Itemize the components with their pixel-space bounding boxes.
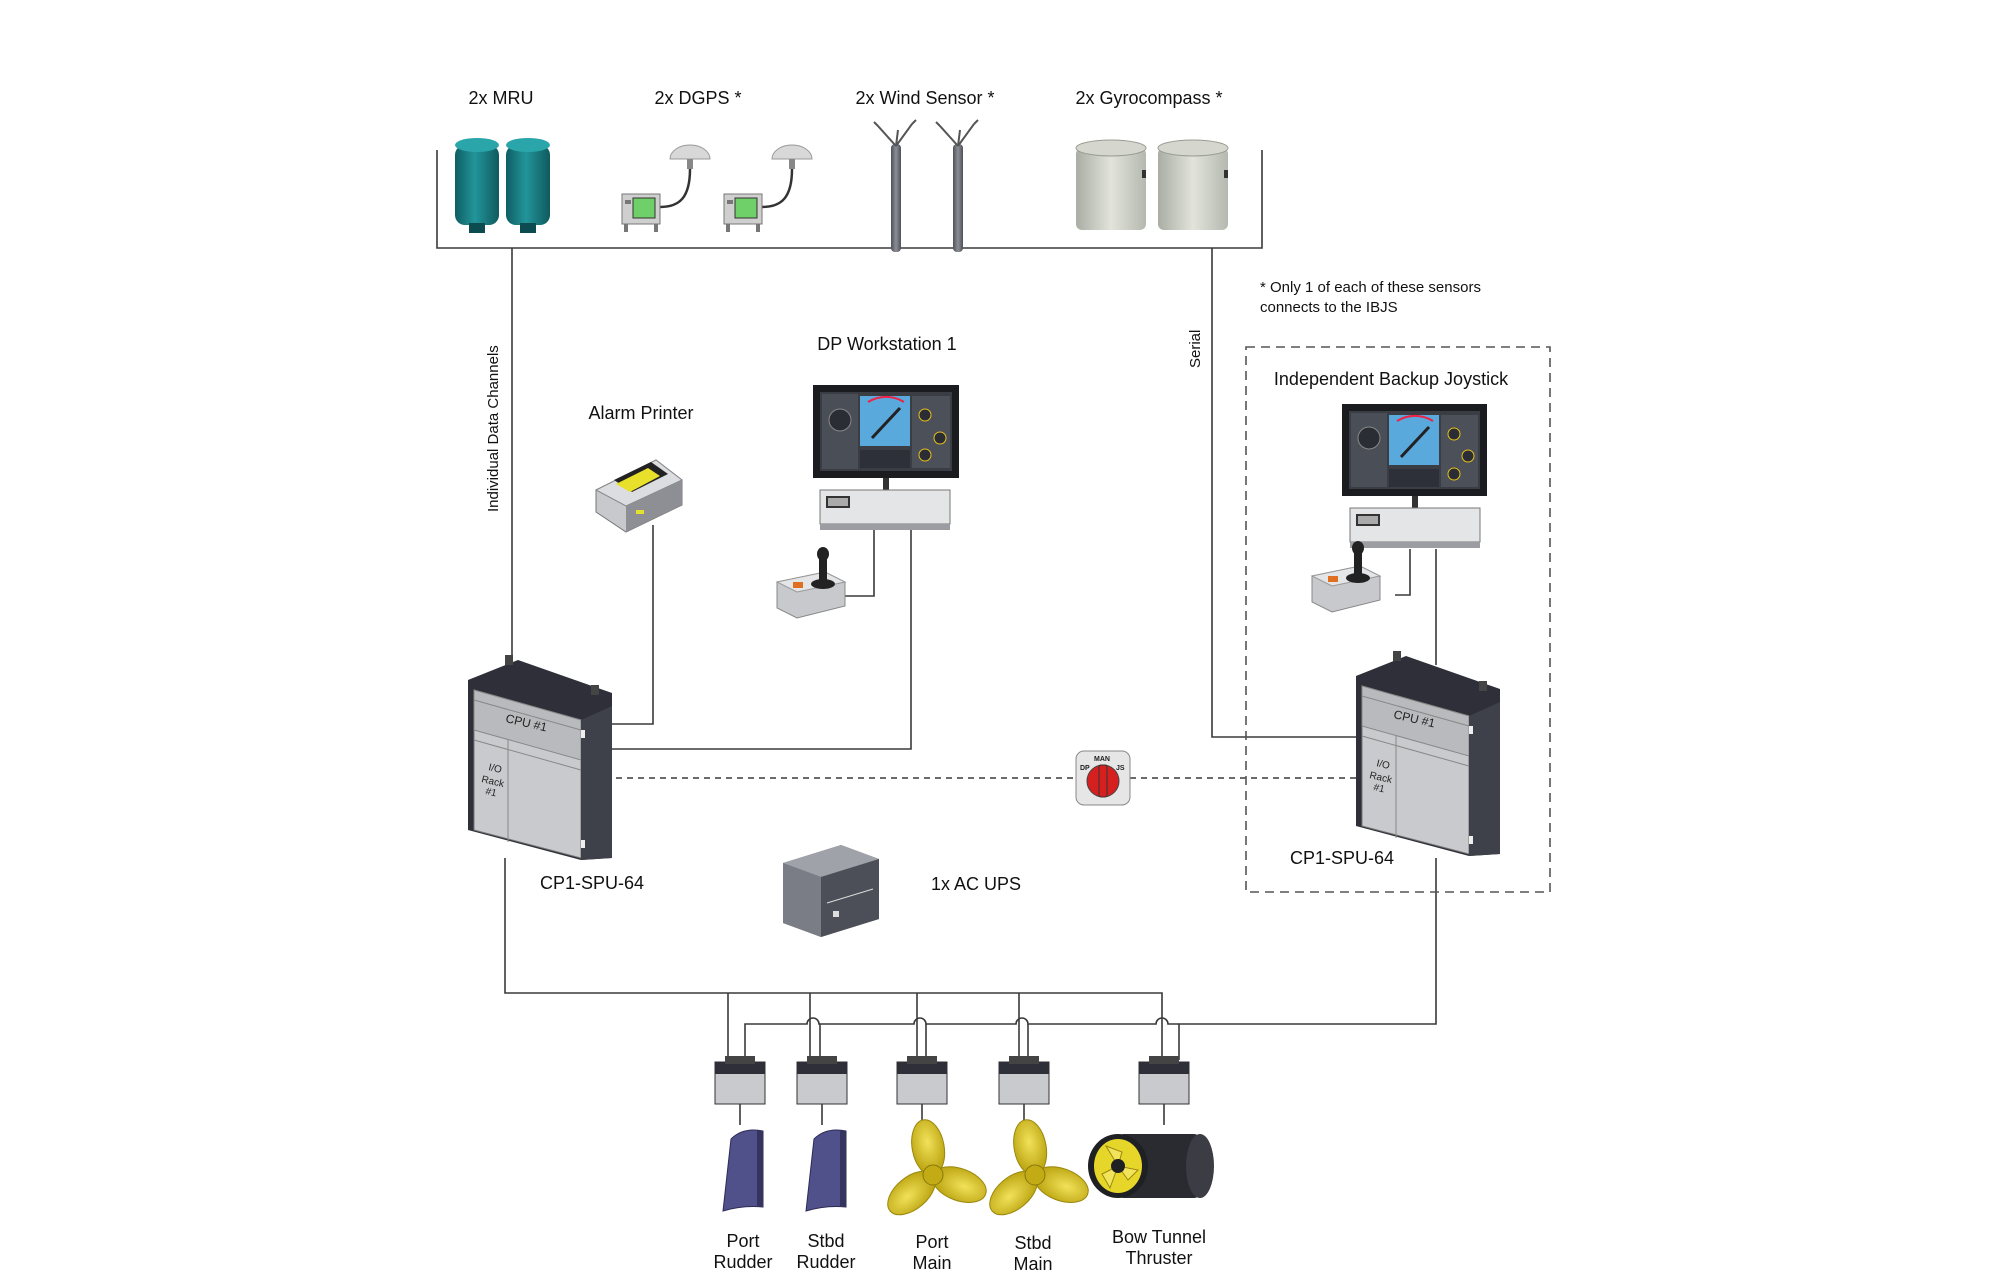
joystick-icon <box>775 547 847 619</box>
mode-switch-icon: DP MAN JS <box>1075 750 1131 806</box>
port-main-label: Port Main <box>912 1232 951 1273</box>
switch-dp-label: DP <box>1080 765 1090 772</box>
cabinet-left-io-label-1: I/O <box>487 762 503 776</box>
port-rudder-label: Port Rudder <box>713 1231 772 1272</box>
cpu-left-label: CP1-SPU-64 <box>539 873 645 893</box>
port-rudder-icon <box>722 1129 764 1212</box>
gyrocompass-icon <box>1075 139 1229 230</box>
serial-label: Serial <box>1187 329 1204 368</box>
stbd-rudder-label-line1: Stbd <box>807 1231 845 1251</box>
switch-js-label: JS <box>1116 765 1125 772</box>
dgps-icon <box>621 144 813 232</box>
stbd-rudder-label: Stbd Rudder <box>796 1231 855 1272</box>
stbd-main-label: Stbd Main <box>1013 1233 1052 1274</box>
stbd-main-label-line2: Main <box>1013 1253 1053 1274</box>
stbd-rudder-label-line2: Rudder <box>796 1251 856 1272</box>
printer-line <box>612 525 654 725</box>
stbd-main-propeller-icon <box>989 1119 1089 1216</box>
ibjs-enclosure <box>1245 346 1551 893</box>
cabinet-left-io-label-2: Rack <box>480 774 506 790</box>
gyrocompass-label: 2x Gyrocompass * <box>1075 88 1223 108</box>
cpu-cabinet-right-icon: CPU #1 I/O Rack #1 <box>1356 651 1500 856</box>
bow-tunnel-thruster-icon <box>1088 1134 1214 1198</box>
port-rudder-label-line2: Rudder <box>713 1251 773 1272</box>
cabinet-left-io-label-3: #1 <box>484 786 498 799</box>
sensor-bus <box>436 150 1263 249</box>
alarm-printer-label: Alarm Printer <box>588 403 694 423</box>
wind-sensor-icon <box>873 119 979 252</box>
cabinet-right-io-label-1: I/O <box>1375 758 1391 772</box>
dp-workstation-label: DP Workstation 1 <box>817 334 957 354</box>
serial-line <box>1211 248 1360 738</box>
cabinet-right-io-label-3: #1 <box>1372 782 1386 795</box>
actuator-bus-left <box>504 858 1163 1060</box>
dgps-label: 2x DGPS * <box>654 88 742 108</box>
ibjs-footnote: * Only 1 of each of these sensors connec… <box>1260 279 1481 316</box>
switch-man-label: MAN <box>1094 756 1110 763</box>
dp-workstation-icon <box>813 385 959 530</box>
bow-tunnel-thruster-label-line2: Thruster <box>1125 1247 1193 1268</box>
actuator-bus-right <box>1178 858 1437 1060</box>
mru-icon <box>455 138 550 233</box>
stbd-main-label-line1: Stbd <box>1014 1233 1052 1253</box>
wiring <box>436 150 1437 1060</box>
bow-tunnel-thruster-label: Bow Tunnel Thruster <box>1112 1227 1206 1268</box>
port-main-label-line1: Port <box>915 1232 949 1252</box>
cabinet-right-io-label-2: Rack <box>1368 770 1394 786</box>
individual-data-channels-label: Individual Data Channels <box>485 345 502 512</box>
cpu-cabinet-left-icon: CPU #1 I/O Rack #1 <box>468 655 612 860</box>
bow-tunnel-thruster-label-line1: Bow Tunnel <box>1111 1227 1207 1247</box>
mru-label: 2x MRU <box>468 88 534 108</box>
port-main-propeller-icon <box>887 1119 987 1216</box>
stbd-rudder-icon <box>805 1129 847 1212</box>
alarm-printer-icon <box>594 459 683 533</box>
ibjs-joystick-icon <box>1310 541 1382 613</box>
ibjs-workstation-icon <box>1342 404 1487 548</box>
port-rudder-label-line1: Port <box>726 1231 760 1251</box>
ibjs-label: Independent Backup Joystick <box>1273 369 1509 389</box>
wind-sensor-label: 2x Wind Sensor * <box>855 88 995 108</box>
cpu-right-label: CP1-SPU-64 <box>1289 848 1395 868</box>
workstation-line <box>612 530 912 750</box>
actuator-controllers <box>714 1056 1190 1125</box>
port-main-label-line2: Main <box>912 1252 952 1273</box>
ups-label: 1x AC UPS <box>930 874 1022 894</box>
ups-icon <box>783 845 879 937</box>
